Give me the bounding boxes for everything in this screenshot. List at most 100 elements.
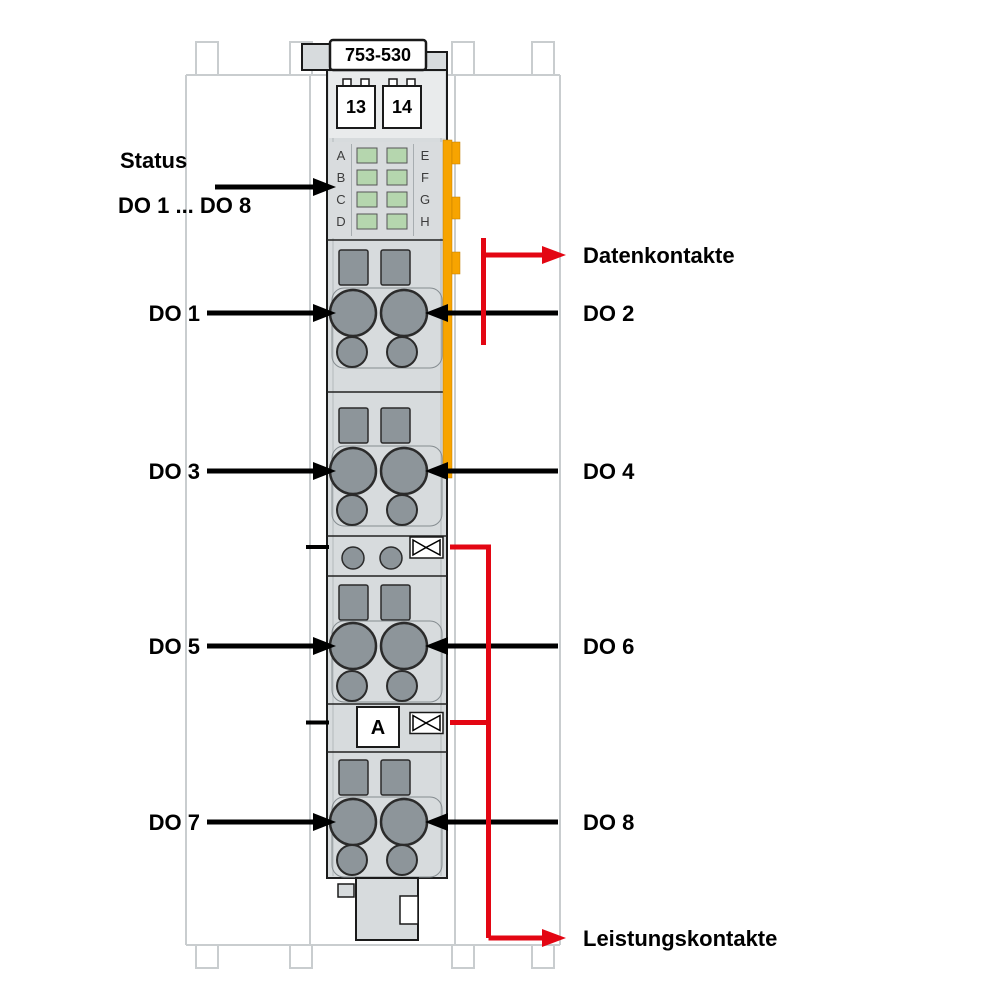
led-indicator xyxy=(386,147,408,164)
led-indicator xyxy=(356,169,378,186)
do7-label: DO 7 xyxy=(149,810,200,835)
clamp-opening-do1 xyxy=(328,288,378,338)
do3-label: DO 3 xyxy=(149,459,200,484)
push-button xyxy=(338,249,369,286)
test-opening xyxy=(386,336,418,368)
arrowhead xyxy=(542,246,566,264)
test-opening xyxy=(386,844,418,876)
do3-arrow xyxy=(207,462,336,480)
connector-group-do1-do2 xyxy=(328,249,443,369)
do1-label: DO 1 xyxy=(149,301,200,326)
jumper-strip-2: A xyxy=(306,706,444,748)
do6-label: DO 6 xyxy=(583,634,634,659)
neighbor-tab xyxy=(289,944,313,969)
foot-notch xyxy=(399,895,419,925)
foot-latch xyxy=(337,883,355,898)
led-indicator xyxy=(356,213,378,230)
power-contacts-line xyxy=(450,544,566,947)
do2-label: DO 2 xyxy=(583,301,634,326)
led-indicator xyxy=(386,213,408,230)
led-label-d: D xyxy=(336,214,345,229)
jumper-strip-1 xyxy=(306,536,444,570)
led-label-f: F xyxy=(421,170,429,185)
do4-arrow xyxy=(425,462,558,480)
annotation-labels: Status DO 1 ... DO 8 DO 1 DO 3 DO 5 DO 7… xyxy=(118,148,777,951)
terminal-13-label: 13 xyxy=(346,97,366,117)
test-opening xyxy=(386,670,418,702)
jumper-opening xyxy=(341,546,365,570)
connector-group-do7-do8 xyxy=(328,759,443,878)
test-opening xyxy=(336,336,368,368)
black-callout-arrows xyxy=(207,178,558,831)
push-button xyxy=(380,584,411,621)
connector-group-do5-do6 xyxy=(328,584,443,703)
status-arrow xyxy=(215,178,336,196)
push-button xyxy=(380,249,411,286)
led-label-e: E xyxy=(421,148,430,163)
push-button xyxy=(338,584,369,621)
red-callout-lines xyxy=(450,238,566,947)
led-label-g: G xyxy=(420,192,430,207)
neighbor-tab xyxy=(195,944,219,969)
do8-arrow xyxy=(425,813,558,831)
clamp-opening-do5 xyxy=(328,621,378,671)
do5-arrow xyxy=(207,637,336,655)
power-contacts-label: Leistungskontakte xyxy=(583,926,777,951)
led-indicator xyxy=(386,169,408,186)
push-button xyxy=(338,759,369,796)
power-jumper-contact-icon xyxy=(424,714,441,732)
data-contacts-line xyxy=(481,238,566,345)
arrowhead xyxy=(542,929,566,947)
led-label-h: H xyxy=(420,214,429,229)
marker-letter: A xyxy=(371,717,385,739)
push-button xyxy=(380,407,411,444)
test-opening xyxy=(336,494,368,526)
neighbor-tab xyxy=(451,944,475,969)
do7-arrow xyxy=(207,813,336,831)
neighbor-tab xyxy=(531,41,555,76)
jumper-opening xyxy=(379,546,403,570)
test-opening xyxy=(336,670,368,702)
push-button xyxy=(338,407,369,444)
push-button xyxy=(380,759,411,796)
do1-arrow xyxy=(207,304,336,322)
module-drawing: 753-530 13 14 A B C D E F G H xyxy=(301,38,461,941)
do6-arrow xyxy=(425,637,558,655)
led-indicator xyxy=(356,147,378,164)
connector-group-do3-do4 xyxy=(328,407,443,527)
neighbor-tab xyxy=(195,41,219,76)
do4-label: DO 4 xyxy=(583,459,635,484)
power-jumper-contact-icon xyxy=(412,714,428,732)
module-top-step xyxy=(425,51,448,71)
led-block: A B C D E F G H xyxy=(330,142,444,238)
clamp-opening-do4 xyxy=(379,446,429,496)
terminal-box-13 xyxy=(336,85,376,129)
test-opening xyxy=(386,494,418,526)
test-opening xyxy=(336,844,368,876)
terminal-14-label: 14 xyxy=(392,97,412,117)
neighbor-tab xyxy=(451,41,475,76)
clamp-opening-do8 xyxy=(379,797,429,847)
power-jumper-contact-icon xyxy=(412,538,428,557)
marker-box xyxy=(356,706,400,748)
led-label-b: B xyxy=(337,170,346,185)
clamp-opening-do7 xyxy=(328,797,378,847)
neighbor-module-outlines xyxy=(185,41,561,969)
led-indicator xyxy=(386,191,408,208)
status-range-label: DO 1 ... DO 8 xyxy=(118,193,251,218)
terminal-box-14 xyxy=(382,85,422,129)
arrowhead xyxy=(313,178,336,196)
module-foot xyxy=(337,877,419,941)
do2-arrow xyxy=(425,304,558,322)
clamp-opening-do2 xyxy=(379,288,429,338)
power-jumper-contact-icon xyxy=(424,538,441,557)
led-label-a: A xyxy=(337,148,346,163)
part-number-label: 753-530 xyxy=(345,45,411,65)
data-contacts-label: Datenkontakte xyxy=(583,243,735,268)
module-latch xyxy=(301,43,331,71)
neighbor-tab xyxy=(531,944,555,969)
do8-label: DO 8 xyxy=(583,810,634,835)
part-number-plate xyxy=(328,38,428,72)
